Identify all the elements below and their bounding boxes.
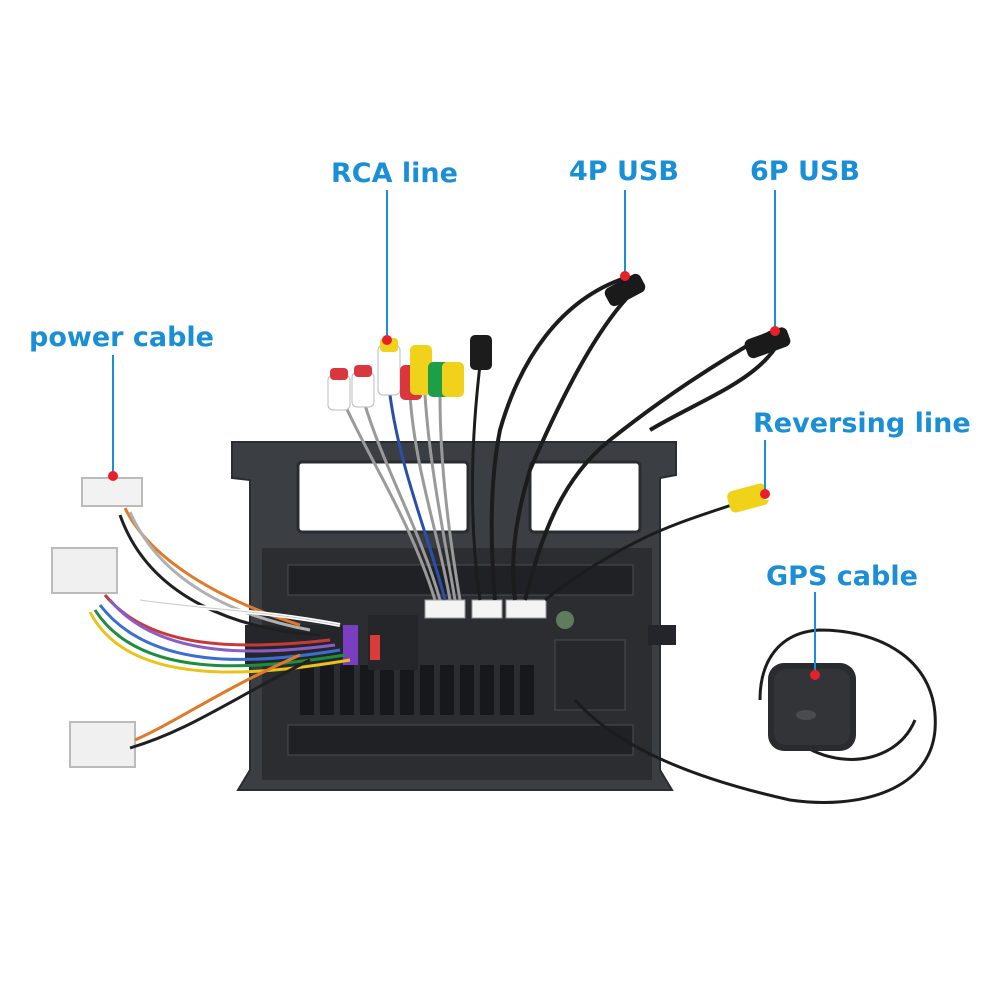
power-cable-label: power cable — [29, 322, 214, 353]
reversing-line-label: Reversing line — [753, 408, 971, 439]
usb-plugs — [604, 273, 791, 359]
rca-leader — [386, 190, 388, 340]
reversing-leader — [764, 440, 766, 492]
usb6-marker — [770, 326, 780, 336]
usb-cables — [489, 276, 782, 601]
power-marker — [108, 471, 118, 481]
power-leader — [112, 355, 114, 475]
gps-antenna — [573, 628, 937, 804]
gps-leader — [814, 592, 816, 674]
rca-marker — [382, 335, 392, 345]
rca-plugs — [327, 335, 492, 411]
usb4-marker — [620, 271, 630, 281]
power-harness — [51, 477, 351, 768]
usb4-leader — [624, 190, 626, 275]
usb6-leader — [774, 190, 776, 330]
reversing-marker — [760, 489, 770, 499]
gps-cable-label: GPS cable — [766, 561, 918, 592]
usb4-label: 4P USB — [569, 156, 679, 187]
rca-line-label: RCA line — [331, 158, 458, 189]
gps-marker — [810, 670, 820, 680]
usb6-label: 6P USB — [750, 156, 860, 187]
rca-cables — [343, 364, 482, 601]
